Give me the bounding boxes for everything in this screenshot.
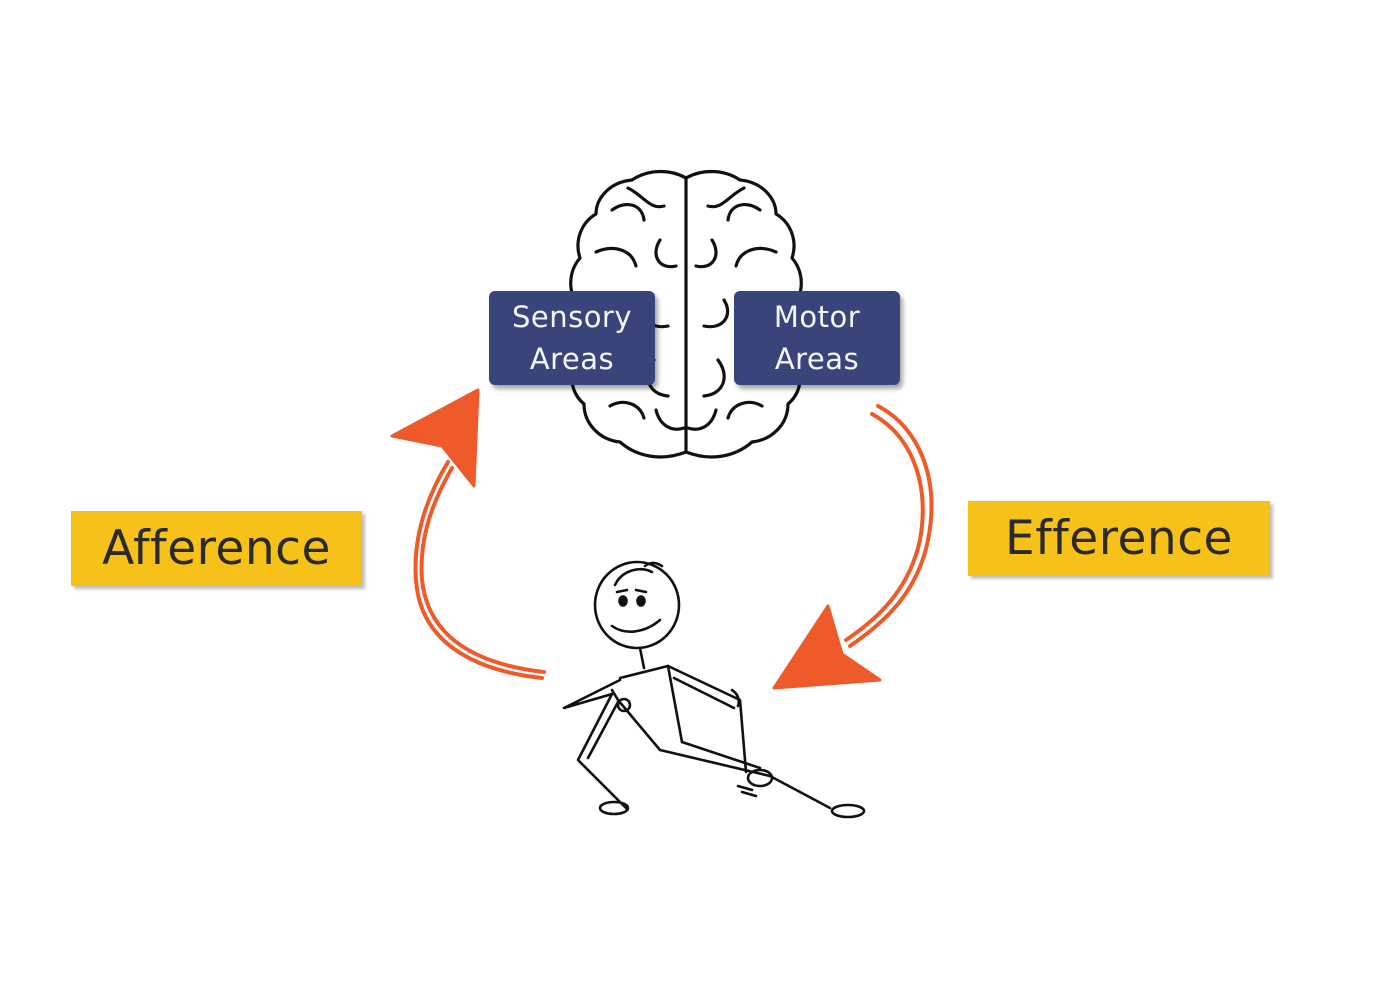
curved-arrow-down-icon xyxy=(844,404,934,648)
stick-figure-icon xyxy=(562,560,866,819)
sensory-areas-box: Sensory Areas xyxy=(489,291,655,385)
efference-tag: Efference xyxy=(968,501,1270,576)
curved-arrow-up-icon xyxy=(413,460,546,680)
motor-areas-box: Motor Areas xyxy=(734,291,900,385)
arrowhead-down xyxy=(772,604,882,690)
arrowhead-up xyxy=(390,388,480,488)
afference-tag: Afference xyxy=(71,511,362,586)
